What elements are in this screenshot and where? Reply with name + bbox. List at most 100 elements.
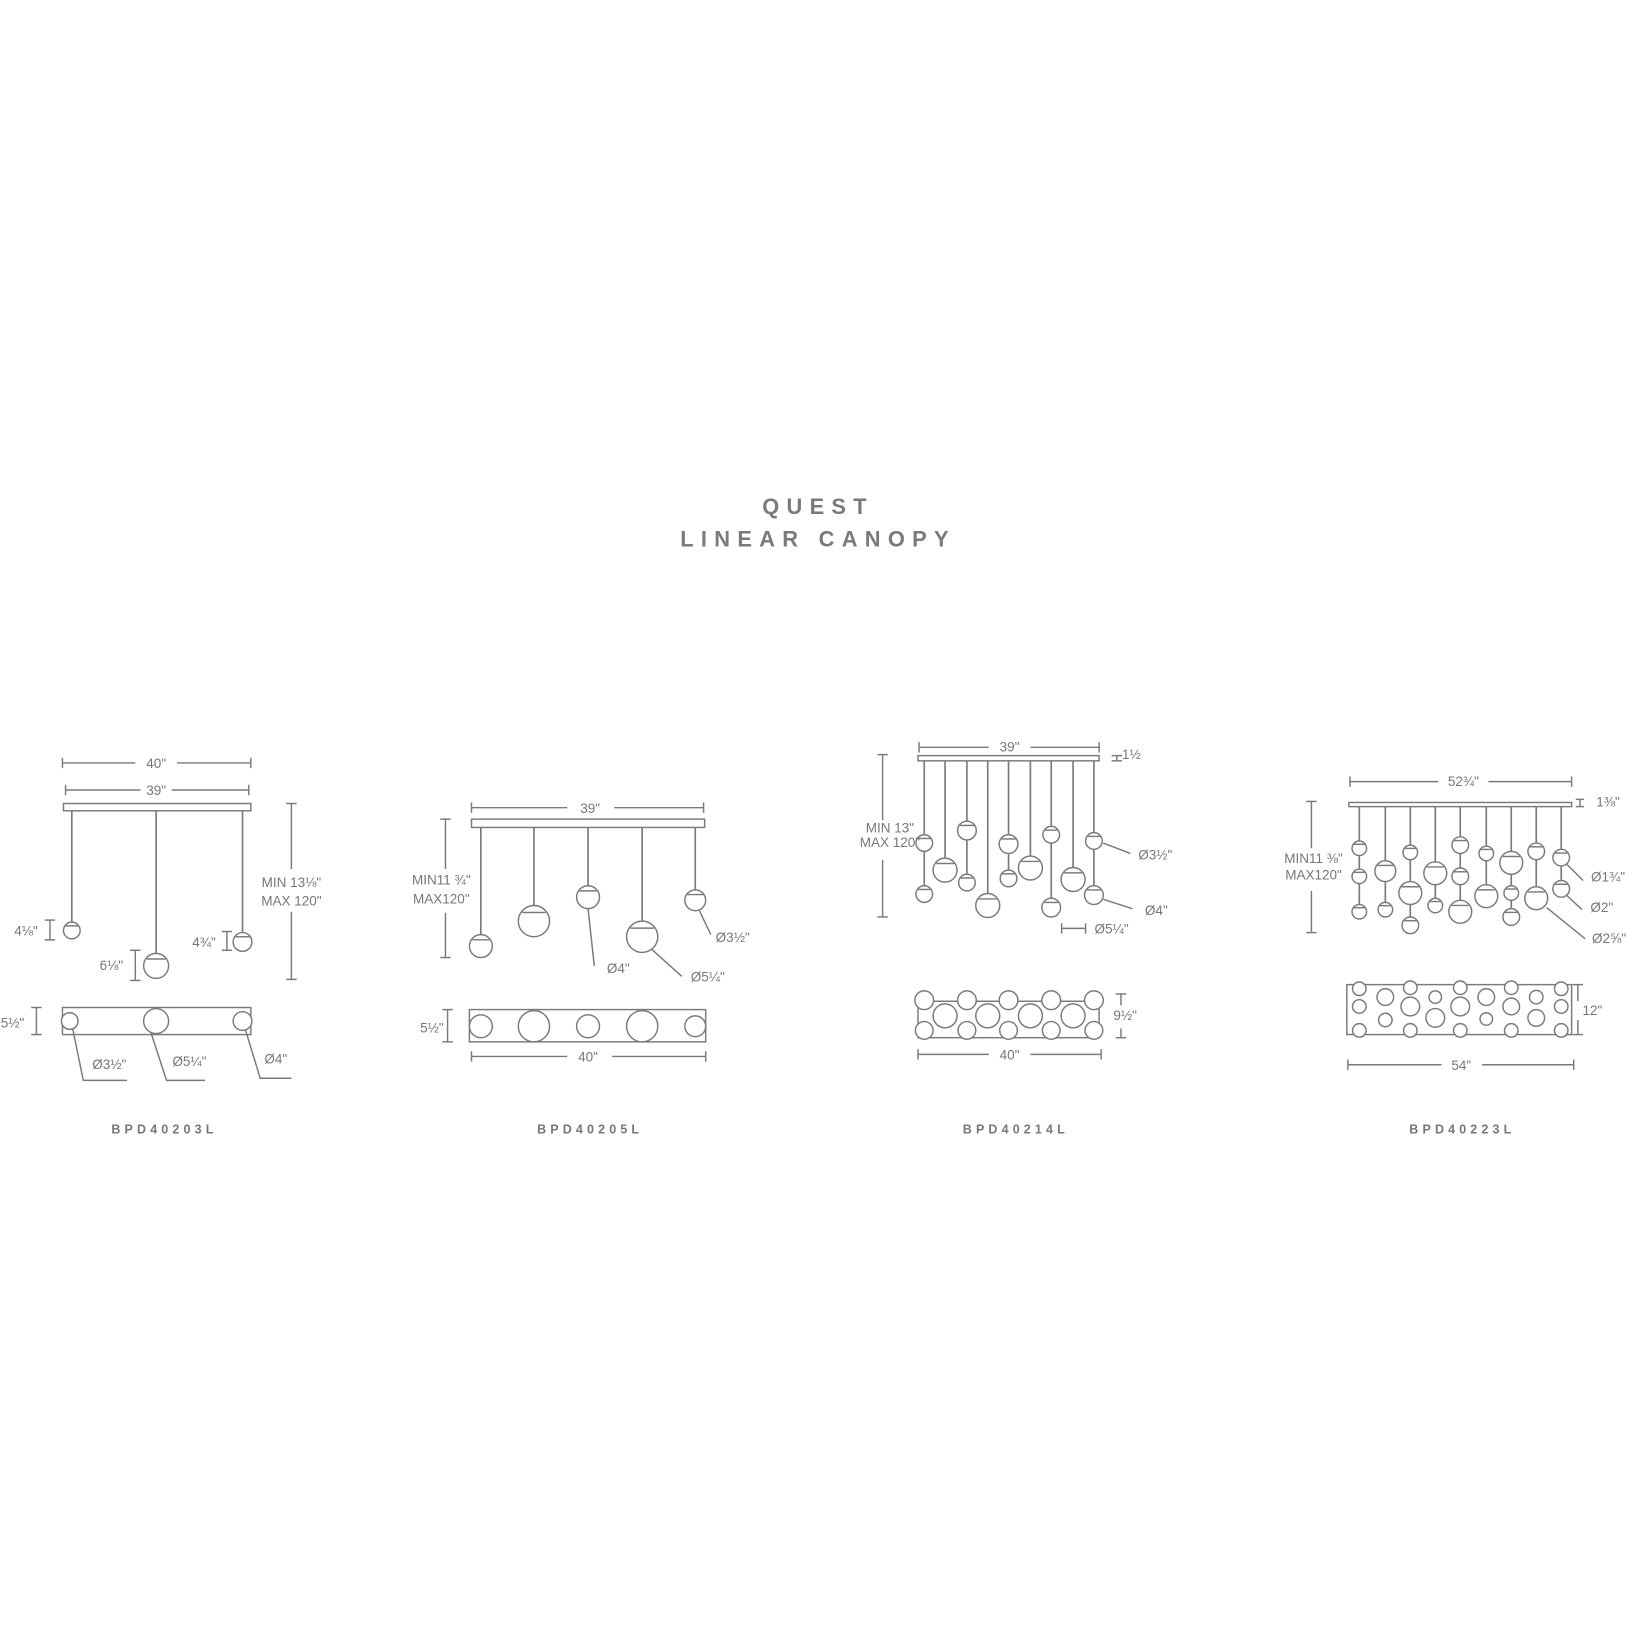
pendant-globe — [1527, 842, 1546, 861]
max-height-label: MAX 120" — [860, 835, 921, 850]
canopy-depth-label: 9½" — [1113, 1008, 1137, 1023]
pendant-globe — [1502, 907, 1521, 927]
globe — [142, 1007, 170, 1035]
leader-line — [1103, 898, 1133, 910]
globe — [1477, 988, 1496, 1007]
pendant-globe — [1427, 897, 1444, 914]
leader-line — [72, 1029, 127, 1082]
pendant-globe — [998, 834, 1019, 855]
pendant-globe — [1351, 903, 1368, 920]
canopy-width-label: 52¾" — [1448, 774, 1479, 789]
globe-height-label: 6⅛" — [100, 958, 124, 973]
globe — [1428, 990, 1443, 1005]
leader-line — [150, 1032, 206, 1082]
overall-width-label: 40" — [146, 756, 166, 771]
pendant-globe — [1084, 831, 1103, 851]
line-work — [31, 742, 1586, 1082]
globe — [1503, 980, 1519, 996]
product-bpd40214l: 39" 1½ MIN 13" MAX 120" Ø3½" Ø4" Ø5¼" 9½… — [860, 739, 1173, 1136]
model-number: BPD40214L — [963, 1122, 1069, 1136]
globe — [998, 1020, 1019, 1040]
pendant-globe — [1374, 860, 1397, 883]
pendant-globe — [1402, 844, 1419, 861]
diameter-label: Ø5¼" — [172, 1054, 206, 1069]
pendant-globe — [1083, 885, 1104, 906]
globe — [1402, 1022, 1418, 1038]
globe — [1452, 980, 1468, 996]
globe — [1084, 1020, 1104, 1040]
globe — [517, 1009, 551, 1043]
diameter-label: Ø2⅝" — [1592, 931, 1626, 946]
pendant-globe — [575, 885, 601, 910]
globe — [956, 990, 978, 1011]
globe — [932, 1003, 958, 1029]
globe — [1450, 996, 1471, 1017]
canopy — [62, 802, 252, 812]
canopy-depth-label: 12" — [1583, 1003, 1603, 1018]
canopy — [470, 818, 706, 829]
min-height-label: MIN11 ⅜" — [1284, 851, 1343, 866]
globe — [1452, 1022, 1468, 1038]
globe — [1060, 1003, 1086, 1029]
diameter-label: Ø1¾" — [1591, 870, 1625, 885]
pendant-globe — [1377, 901, 1394, 918]
leader-line — [1546, 907, 1586, 940]
pendant-globe — [1042, 825, 1061, 844]
globe-height-label: 4¾" — [192, 935, 216, 950]
pendant-globe — [1499, 850, 1524, 876]
leader-line — [698, 910, 712, 935]
globe — [1527, 1008, 1546, 1027]
diameter-label: Ø4" — [264, 1052, 287, 1067]
pendant-globe — [1503, 885, 1520, 902]
globe — [1376, 988, 1395, 1007]
diameter-label: Ø3½" — [92, 1057, 126, 1072]
globe — [1351, 1022, 1367, 1038]
canopy-height-label: 1⅜" — [1596, 795, 1620, 810]
globe — [914, 990, 935, 1011]
diameter-label: Ø3½" — [716, 930, 750, 945]
pendant-globe — [975, 892, 1001, 919]
pendant-globe — [1448, 899, 1473, 924]
model-number: BPD40223L — [1409, 1122, 1515, 1136]
globe — [625, 1009, 659, 1043]
globe — [575, 1014, 601, 1039]
pendant-globe — [1401, 916, 1420, 935]
canopy — [1348, 801, 1573, 808]
pendant-globe — [1451, 836, 1470, 855]
pendant-globe — [625, 920, 659, 954]
pendant-globe — [62, 921, 81, 940]
globe — [1083, 990, 1104, 1011]
pendant-globe — [956, 820, 978, 841]
model-number: BPD40203L — [111, 1122, 217, 1136]
diameter-label: Ø5¼" — [691, 969, 725, 984]
globe — [1402, 980, 1418, 996]
model-number: BPD40205L — [537, 1122, 643, 1136]
pendant-globe — [1478, 845, 1495, 862]
leader-line — [587, 908, 596, 966]
globe-height-label: 4⅛" — [14, 924, 38, 939]
diameter-label: Ø4" — [1145, 903, 1168, 918]
diameter-label: Ø2" — [1590, 900, 1613, 915]
product-bpd40223l: 52¾" 1⅜" MIN11 ⅜" MAX120" Ø1¾" Ø2" Ø2⅝" … — [1284, 774, 1626, 1137]
leader-line — [1565, 863, 1584, 882]
overall-width-label: 54" — [1451, 1058, 1471, 1073]
globe — [1553, 981, 1569, 997]
pendant-globe — [915, 885, 934, 904]
leader-line — [1103, 842, 1131, 855]
canopy-depth-label: 5½" — [420, 1020, 444, 1035]
globe — [468, 1014, 494, 1039]
pendant-globe — [932, 857, 958, 883]
canopy-width-label: 39" — [580, 801, 600, 816]
max-height-label: MAX 120" — [261, 894, 322, 909]
leader-line — [1565, 894, 1583, 911]
globe — [1351, 998, 1367, 1014]
pendant-globe — [232, 931, 253, 953]
globe — [1553, 1022, 1569, 1038]
globe — [1017, 1003, 1044, 1029]
canopy-width-label: 39" — [146, 783, 166, 798]
pendant-globe — [142, 952, 170, 980]
min-height-label: MIN11 ¾" — [412, 873, 471, 888]
globe — [998, 990, 1019, 1011]
globe — [1425, 1007, 1446, 1029]
canopy-height-label: 1½ — [1122, 747, 1141, 762]
